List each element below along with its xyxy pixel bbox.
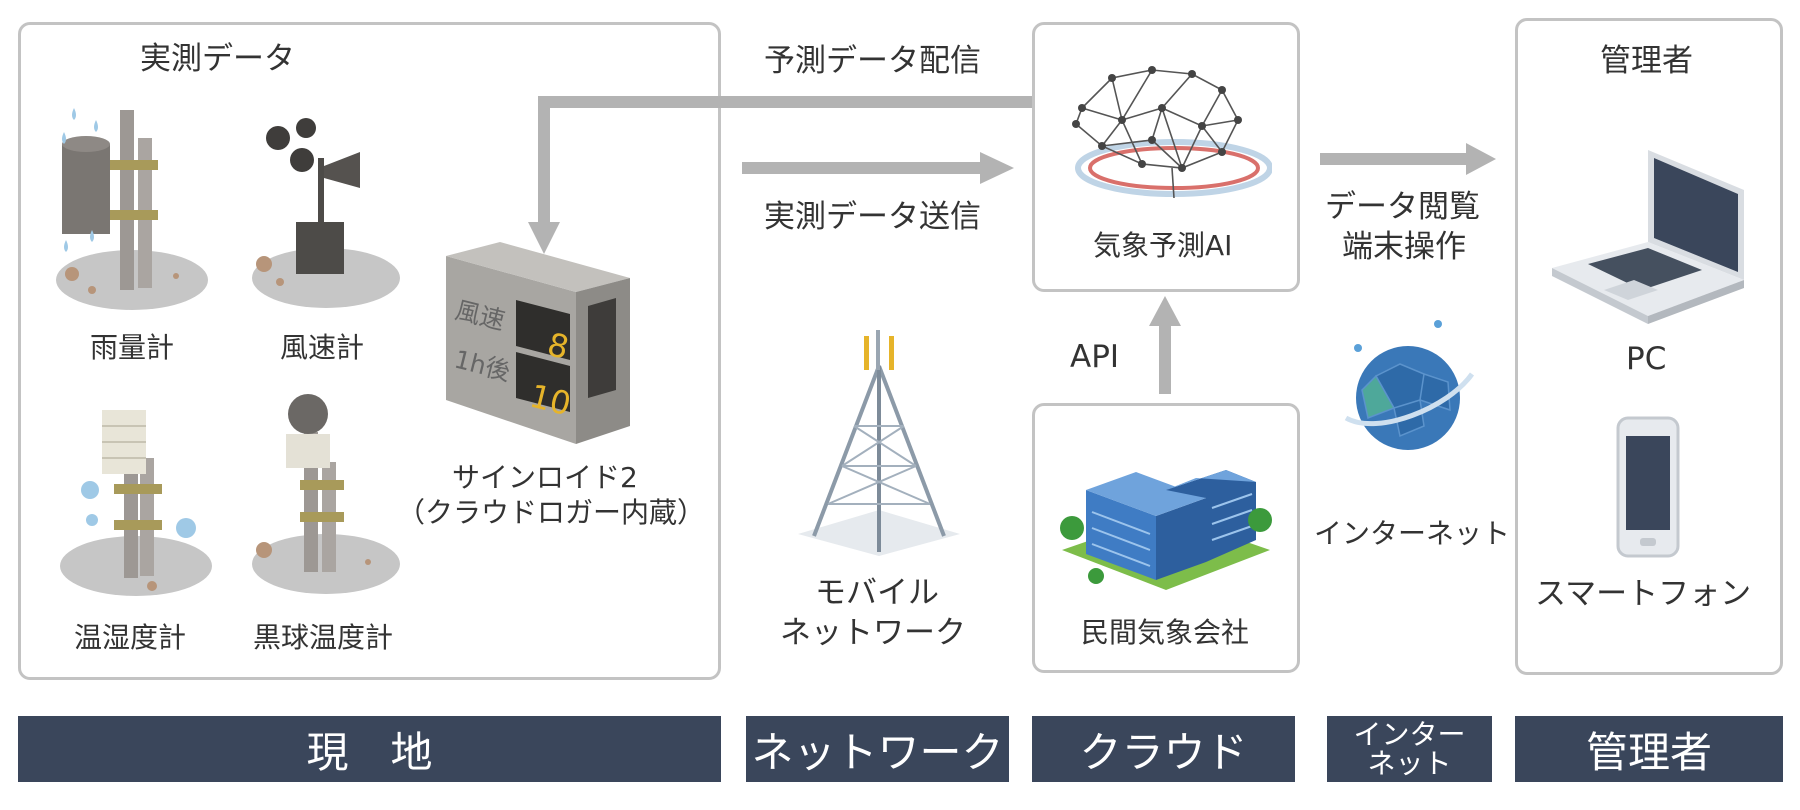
measured-send-arrowhead (980, 152, 1014, 184)
band-admin: 管理者 (1515, 716, 1783, 782)
thermo-hygrometer-label: 温湿度計 (74, 621, 187, 654)
smartphone-icon (1616, 416, 1680, 558)
smartphone-label: スマートフォン (1535, 576, 1752, 612)
globe-thermometer-icon (252, 394, 400, 594)
band-internet-line2: ネット (1367, 747, 1452, 780)
api-label: API (1070, 339, 1120, 375)
band-site: 現 地 (18, 716, 721, 782)
api-arrow-body (1159, 322, 1171, 394)
mobile-tower-icon (798, 330, 960, 556)
measured-send-label: 実測データ送信 (764, 199, 981, 235)
mobile-network-label-1: モバイル (815, 575, 939, 611)
data-view-arrow-body (1320, 153, 1470, 165)
band-network: ネットワーク (746, 716, 1009, 782)
data-view-label-2: 端末操作 (1342, 229, 1466, 265)
forecast-delivery-arrowhead (528, 222, 560, 254)
signoid2-device-icon (446, 242, 630, 444)
mobile-network-label-2: ネットワーク (780, 615, 966, 651)
anemometer-label: 風速計 (280, 331, 365, 364)
band-internet: インター ネット (1327, 716, 1492, 782)
weather-company-label: 民間気象会社 (1081, 616, 1250, 649)
internet-label: インターネット (1314, 517, 1511, 550)
band-cloud: クラウド (1032, 716, 1295, 782)
band-internet-line1: インター (1353, 717, 1466, 751)
globe-internet-icon (1344, 320, 1475, 450)
weather-ai-brain-icon (1072, 66, 1272, 199)
thermo-hygrometer-icon (60, 410, 212, 596)
data-view-arrowhead (1466, 143, 1496, 175)
globe-thermometer-label: 黒球温度計 (253, 621, 394, 654)
laptop-icon (1552, 150, 1744, 324)
data-view-label-1: データ閲覧 (1325, 189, 1480, 225)
signoid-label-line2: （クラウドロガー内蔵） (397, 496, 706, 529)
admin-box (1515, 18, 1783, 675)
admin-title: 管理者 (1600, 43, 1693, 79)
office-building-icon (1060, 470, 1272, 590)
measured-data-title: 実測データ (140, 41, 295, 77)
forecast-delivery-arrow-v (538, 96, 550, 226)
measured-send-arrow-body (742, 162, 982, 174)
anemometer-icon (252, 118, 400, 308)
forecast-delivery-arrow-h (538, 96, 1032, 108)
forecast-delivery-label: 予測データ配信 (764, 43, 981, 79)
signoid-label-line1: サインロイド2 (452, 461, 638, 494)
rain-gauge-icon (56, 108, 208, 310)
pc-label: PC (1626, 341, 1667, 377)
api-arrowhead (1149, 296, 1181, 326)
weather-ai-label: 気象予測AI (1093, 229, 1233, 262)
rain-gauge-label: 雨量計 (90, 331, 175, 364)
